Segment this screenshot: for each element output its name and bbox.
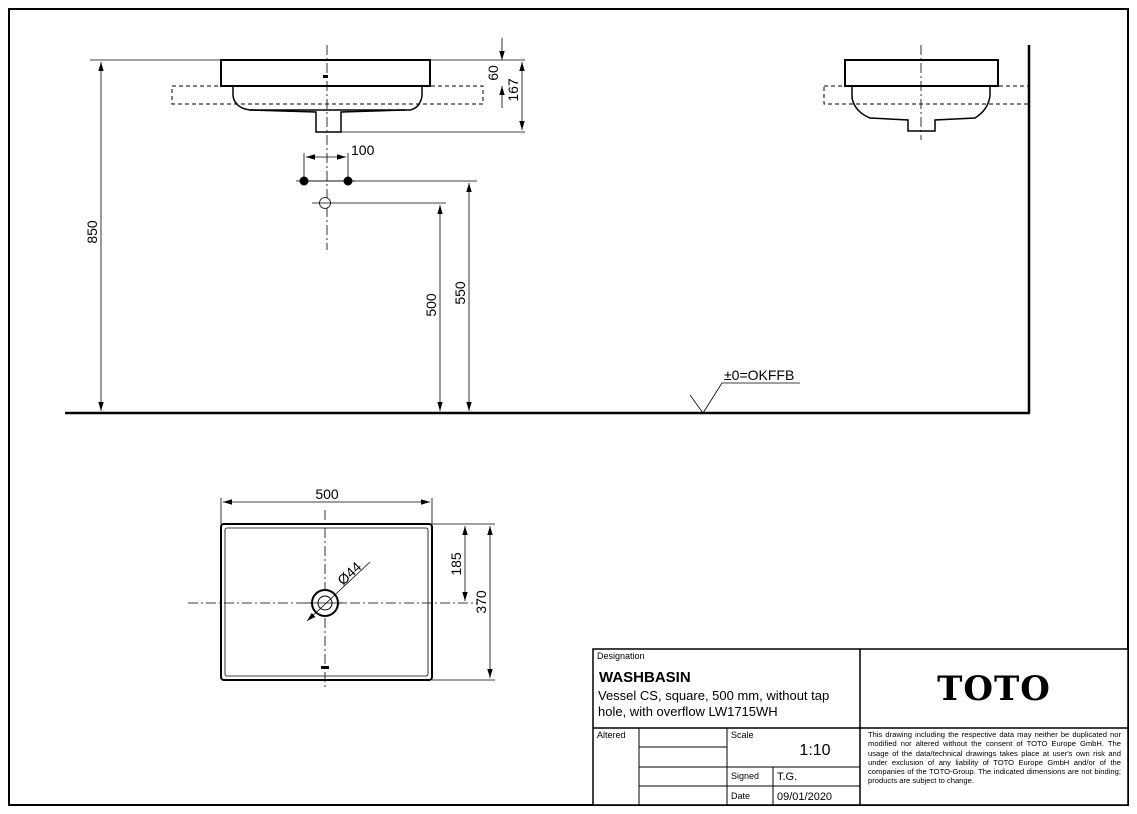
signed-label: Signed — [731, 771, 759, 781]
scale-value: 1:10 — [799, 742, 830, 759]
description-line-1: Vessel CS, square, 500 mm, without tap — [598, 688, 829, 703]
dim-line-diameter — [306, 561, 371, 622]
title-block: Designation WASHBASIN Vessel CS, square,… — [592, 648, 1129, 806]
plan-view: Ø44 500 185 370 — [188, 486, 495, 690]
dim-100-label: 100 — [351, 142, 375, 158]
dim-185-label: 185 — [448, 552, 464, 576]
designation-label: Designation — [597, 651, 645, 661]
side-countertop-outline — [823, 85, 1030, 105]
title-text: WASHBASIN — [599, 669, 691, 686]
dim-width-500-label: 500 — [315, 486, 339, 502]
basin-inner-plan — [224, 527, 429, 677]
basin-drain-outlet — [249, 109, 406, 133]
date-value: 09/01/2020 — [777, 791, 832, 803]
dim-550-label: 550 — [452, 281, 468, 305]
description-line-2: hole, with overflow LW1715WH — [598, 704, 778, 719]
scale-label: Scale — [731, 730, 754, 740]
date-label: Date — [731, 791, 750, 801]
dim-60-label: 60 — [485, 65, 501, 81]
front-elevation-view: 850 60 167 100 500 550 ±0=OKFFB — [65, 38, 1031, 415]
drawing-frame — [8, 8, 1129, 806]
overflow-mark — [323, 75, 328, 78]
overflow-mark-plan — [321, 666, 329, 669]
countertop-outline — [171, 85, 484, 105]
dim-500-height-label: 500 — [423, 293, 439, 317]
side-basin-bowl — [851, 86, 991, 132]
floor-reference-symbol — [689, 382, 800, 414]
basin-bowl — [232, 86, 423, 111]
basin-rim — [220, 59, 431, 87]
signed-value: T.G. — [777, 771, 797, 783]
side-elevation-view — [823, 45, 1030, 140]
toto-logo: TOTO — [937, 669, 1051, 709]
dim-850-label: 850 — [84, 220, 100, 244]
side-basin-rim — [844, 59, 999, 87]
legal-disclaimer: This drawing including the respective da… — [868, 730, 1121, 786]
dim-370-label: 370 — [473, 590, 489, 614]
floor-reference-label: ±0=OKFFB — [724, 367, 794, 383]
altered-label: Altered — [597, 730, 626, 740]
dim-167-label: 167 — [505, 78, 521, 102]
